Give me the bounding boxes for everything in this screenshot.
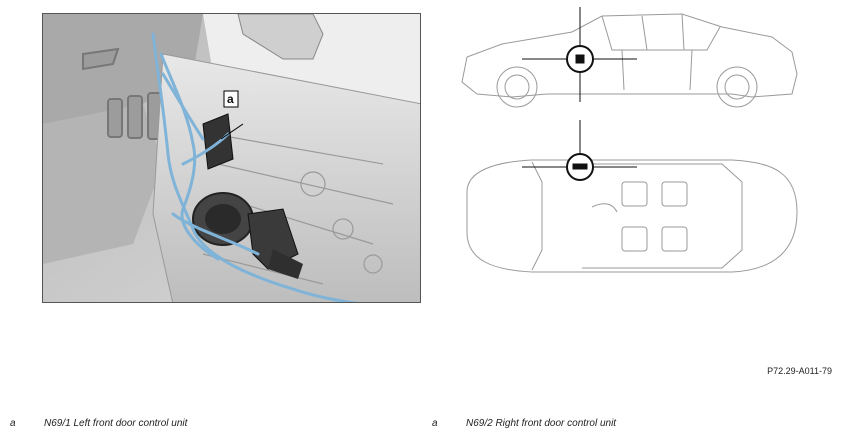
legend-text: N69/1 Left front door control unit	[44, 418, 188, 429]
top-view-locator-marker	[522, 120, 637, 181]
legend-key: a	[432, 418, 438, 429]
door-interior-drawing	[43, 14, 420, 302]
vehicle-outline-drawing	[461, 7, 798, 273]
callout-letter-a: a	[227, 92, 234, 106]
top-view-body	[466, 159, 798, 273]
legend-text: N69/2 Right front door control unit	[466, 418, 617, 429]
legend-entry-left: a N69/1 Left front door control unit	[10, 418, 187, 429]
legend-key: a	[10, 418, 16, 429]
side-view-body	[461, 13, 798, 98]
vehicle-location-diagrams	[452, 2, 808, 298]
legend-entry-right: a N69/2 Right front door control unit	[432, 418, 616, 429]
rear-wheel	[716, 66, 758, 108]
document-id: P72.29-A011-79	[767, 366, 832, 376]
door-interior-illustration: a	[42, 13, 421, 303]
side-view-locator-marker	[522, 7, 637, 102]
front-wheel	[496, 66, 538, 108]
